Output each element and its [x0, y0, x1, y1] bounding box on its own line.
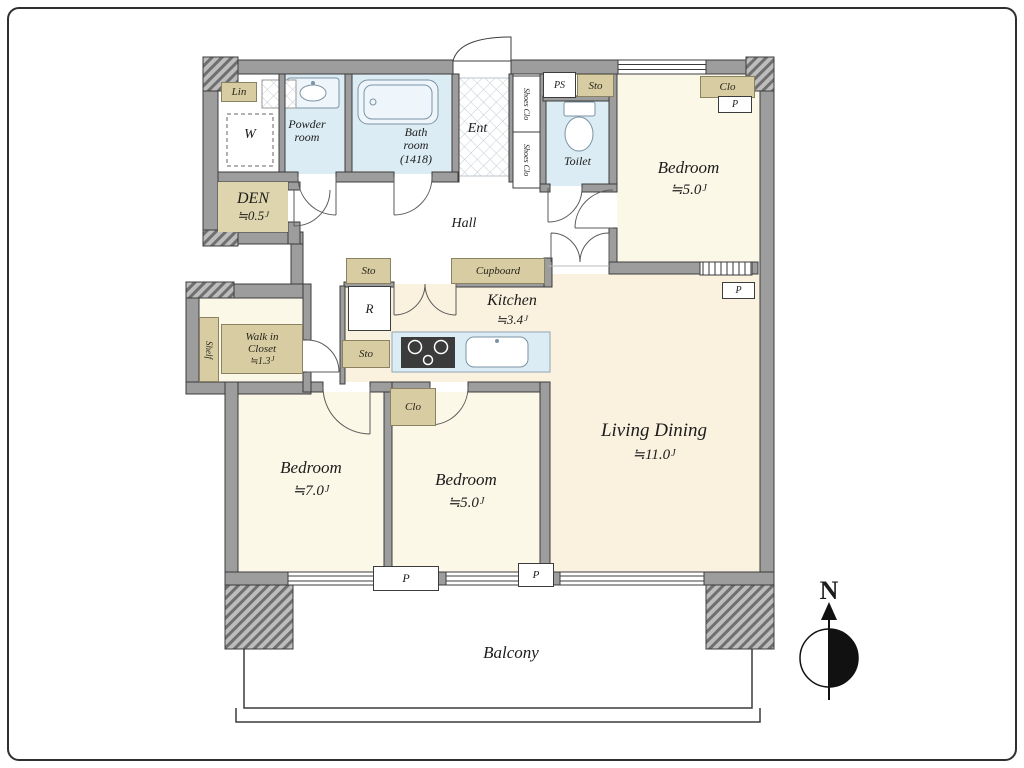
area-value: ≒11.0	[632, 447, 671, 463]
bedroom-middle-area: ≒5.0J	[392, 495, 540, 512]
washer-label: W	[244, 127, 256, 142]
pillar-marker-2: P	[722, 282, 755, 299]
area-value: ≒5.0	[447, 495, 479, 511]
area-value: ≒5.0	[670, 182, 702, 198]
bathroom-line1: Bath	[404, 125, 428, 139]
toilet-icon	[563, 101, 596, 152]
compass-icon	[799, 602, 859, 700]
linen-label: Lin	[221, 82, 257, 102]
area-unit: J	[702, 183, 707, 194]
area-unit: J	[524, 313, 529, 323]
area-unit: J	[479, 496, 485, 507]
bathtub-icon	[357, 79, 439, 125]
powder-room-label: Powder room	[276, 117, 338, 145]
area-unit: J	[265, 209, 270, 219]
storage-lower-label: Sto	[342, 340, 390, 368]
powder-room-line1: Powder	[288, 117, 326, 131]
entrance-label: Ent	[467, 121, 488, 136]
pillar-marker-3: P	[373, 566, 439, 591]
bedroom-top-right-area: ≒5.0J	[617, 182, 760, 199]
storage-kitchen-label: Sto	[346, 258, 391, 284]
powder-room-line2: room	[294, 130, 320, 145]
den-room: DEN ≒0.5J	[218, 182, 288, 232]
pipe-space-label: PS	[543, 72, 576, 98]
living-dining-name: Living Dining	[600, 420, 708, 441]
shoes-closet-lower-label: Shoes Clo	[522, 143, 531, 177]
closet-middle-label: Clo	[390, 388, 436, 426]
bedroom-top-right-name: Bedroom	[657, 158, 720, 177]
walk-in-closet-label: Walk in Closet ≒1.3J	[221, 324, 303, 374]
stove-icon	[401, 337, 455, 368]
kitchen-area: ≒3.4J	[442, 312, 582, 328]
pillar-marker-1: P	[718, 96, 752, 113]
bathroom-line2: room	[403, 138, 429, 153]
pillar-marker-4: P	[518, 563, 554, 587]
room-floors	[199, 74, 760, 572]
door-arcs	[293, 36, 614, 435]
bedroom-left-area: ≒7.0J	[238, 483, 384, 500]
refrigerator-label: R	[348, 286, 391, 331]
living-dining-area: ≒11.0J	[548, 447, 760, 464]
shoes-closet-boxes	[512, 75, 541, 189]
bathroom-label: Bath room (1418)	[386, 125, 446, 166]
bedroom-left-name: Bedroom	[280, 458, 342, 477]
area-value: ≒1.3	[249, 355, 271, 367]
bathroom-line3: (1418)	[400, 151, 432, 166]
area-unit: J	[671, 448, 676, 459]
toilet-label: Toilet	[564, 154, 591, 168]
area-value: ≒3.4	[495, 312, 524, 327]
washing-machine-icon	[226, 113, 274, 167]
wic-line2: Closet	[247, 343, 277, 356]
compass-north-label: N	[819, 576, 839, 605]
den-area: ≒0.5J	[237, 208, 269, 224]
shelf-label: Shelf	[199, 317, 219, 382]
hatched-pillars	[185, 56, 775, 650]
area-unit: J	[271, 355, 275, 363]
wic-line1: Walk in	[245, 330, 279, 343]
area-value: ≒7.0	[292, 483, 324, 499]
area-value: ≒0.5	[236, 208, 265, 223]
hall-label: Hall	[451, 216, 477, 231]
shutter-box	[699, 261, 753, 276]
storage-top-label: Sto	[577, 74, 614, 97]
powder-sink-icon	[286, 77, 340, 109]
windows	[287, 59, 707, 586]
wic-area: ≒1.3J	[250, 356, 275, 368]
kitchen-sink-icon	[465, 336, 529, 368]
den-name: DEN	[237, 190, 269, 207]
kitchen-name: Kitchen	[487, 292, 537, 309]
shoes-closet-upper-label: Shoes Clo	[522, 87, 531, 121]
balcony-label: Balcony	[483, 643, 539, 662]
cupboard-label: Cupboard	[451, 258, 545, 284]
bedroom-middle-name: Bedroom	[435, 470, 497, 489]
area-unit: J	[324, 484, 330, 495]
balcony-outline	[235, 649, 761, 723]
closet-top-right-label: Clo	[700, 76, 755, 98]
